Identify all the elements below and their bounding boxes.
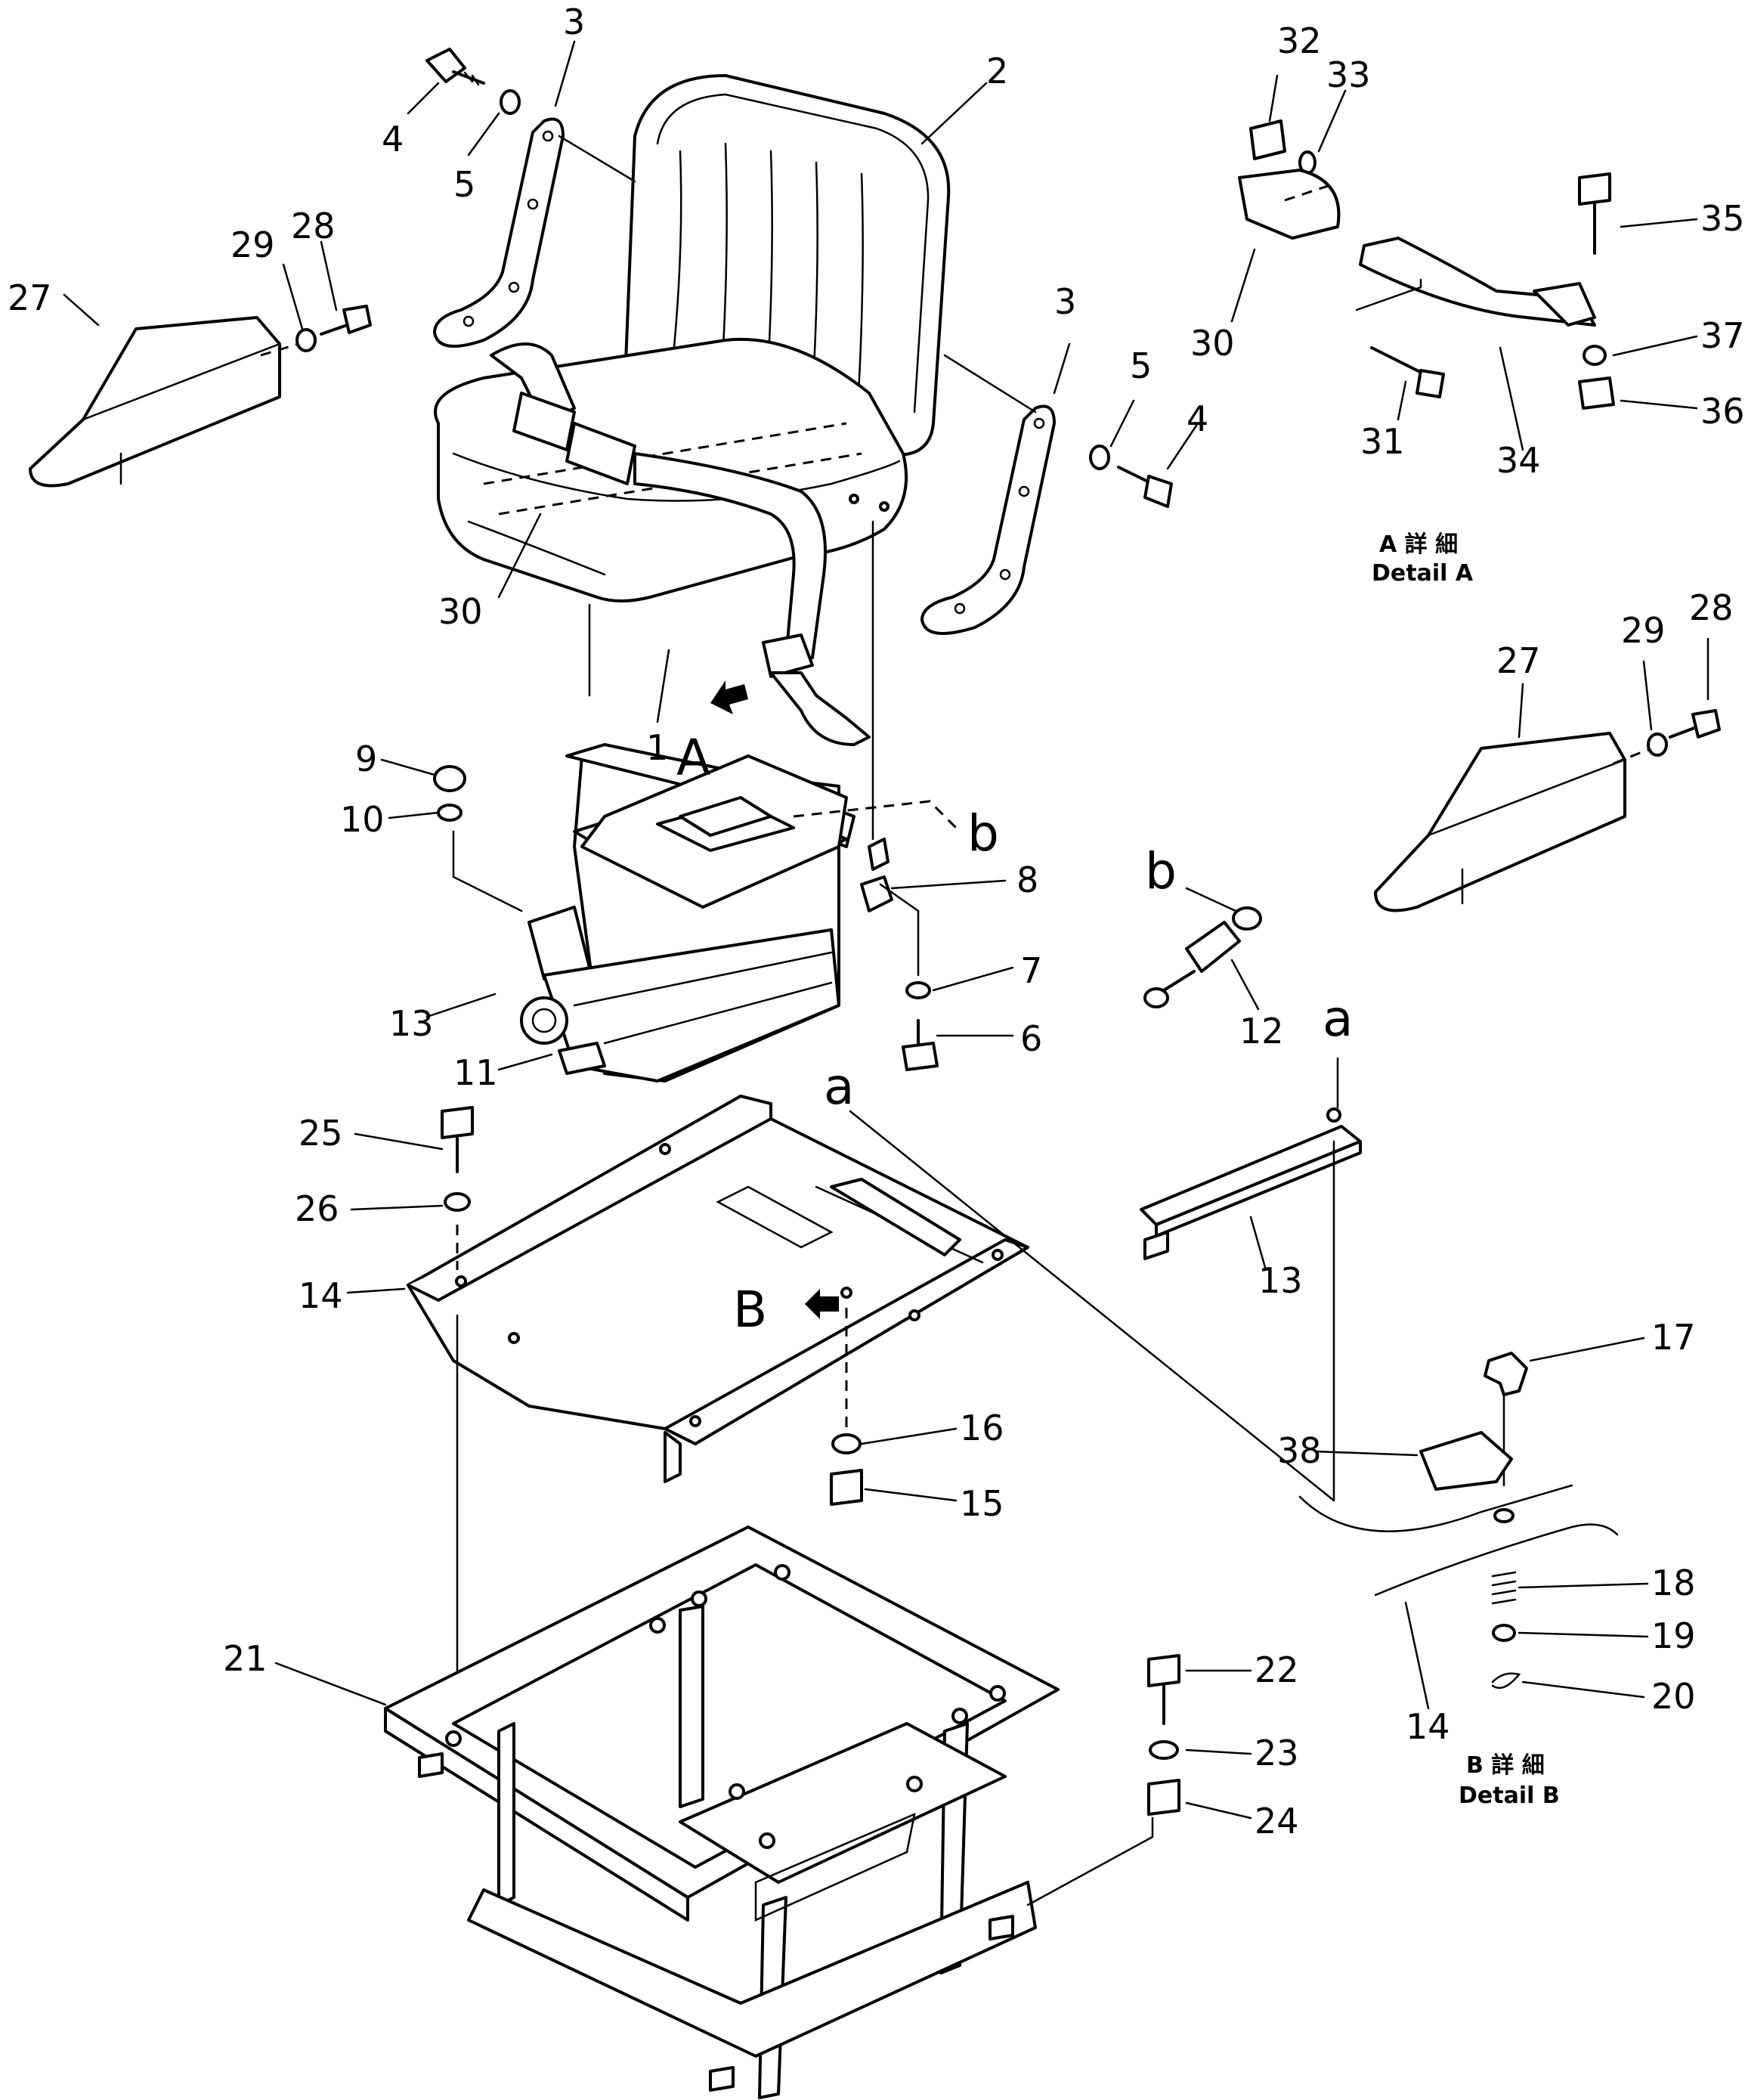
callout-27-left: 27 (8, 277, 52, 318)
callout-25: 25 (299, 1113, 343, 1154)
marker-a-top: a (1323, 990, 1353, 1048)
callout-29-left: 29 (231, 225, 275, 265)
detail-a-parts (1238, 119, 1615, 410)
washer-5-right (1089, 444, 1110, 470)
shock-absorber (1143, 887, 1262, 1011)
stand-hardware (1026, 1654, 1180, 1906)
callout-32: 32 (1277, 20, 1322, 61)
callout-23: 23 (1255, 1733, 1299, 1773)
marker-b-mid: b (1145, 842, 1177, 900)
detail-captions: A 詳 細 Detail A B 詳 細 Detail B (1372, 531, 1560, 1809)
callout-30-left: 30 (438, 591, 483, 632)
armrest-left (29, 316, 299, 488)
armrest-right (1374, 732, 1652, 912)
callout-18: 18 (1651, 1563, 1696, 1603)
callout-22: 22 (1255, 1649, 1299, 1690)
washer-29-right (1647, 733, 1668, 757)
callout-33: 33 (1326, 54, 1371, 95)
callout-24: 24 (1255, 1801, 1299, 1841)
detail-b-jp: B 詳 細 (1466, 1752, 1545, 1779)
callout-6: 6 (1020, 1018, 1042, 1059)
bolt-28-right (1669, 709, 1721, 739)
callout-3-left: 3 (563, 2, 585, 42)
detail-b-leaders (1313, 1337, 1649, 1710)
detail-b-parts (1298, 1352, 1619, 1690)
suspension-unit (520, 743, 893, 1083)
base-plate (407, 1095, 1029, 1483)
callout-29-right: 29 (1621, 610, 1666, 651)
callout-numbers: 1 2 3 3 4 4 5 5 6 7 8 9 10 11 12 13 13 1… (8, 2, 1745, 1841)
detail-b-en: Detail B (1459, 1783, 1560, 1809)
callout-2: 2 (986, 51, 1008, 91)
callout-31: 31 (1360, 421, 1405, 462)
marker-arrow-a: A (676, 729, 710, 787)
callout-21: 21 (223, 1638, 268, 1679)
bolt-4-right (1117, 466, 1173, 508)
view-markers: a a b b A B (676, 729, 1353, 1339)
callout-3-right: 3 (1054, 281, 1076, 322)
callout-35: 35 (1700, 198, 1745, 239)
bolt-28-left (320, 305, 372, 336)
callout-11: 11 (453, 1052, 498, 1093)
callout-9: 9 (355, 739, 377, 779)
suspension-leaders (380, 758, 1014, 1071)
callout-34: 34 (1496, 440, 1541, 481)
callout-36: 36 (1700, 391, 1745, 432)
callout-12: 12 (1239, 1011, 1284, 1052)
left-bracket (433, 117, 565, 348)
callout-19: 19 (1651, 1615, 1696, 1656)
callout-38: 38 (1277, 1430, 1322, 1471)
suspension-hardware (433, 765, 939, 1071)
callout-10: 10 (340, 799, 385, 840)
washer-29-left (295, 328, 317, 352)
callout-5-right: 5 (1130, 345, 1152, 386)
callout-17: 17 (1651, 1317, 1696, 1358)
callout-5-left: 5 (453, 164, 475, 205)
callout-37: 37 (1700, 315, 1745, 356)
marker-arrow-b: B (733, 1281, 767, 1339)
base-leaders (346, 680, 958, 1502)
leader-lines (407, 40, 1199, 841)
seat-stand (384, 1525, 1060, 2099)
callout-13-right: 13 (1258, 1260, 1303, 1301)
callout-13-left: 13 (389, 1003, 434, 1044)
base-plate-hardware (441, 1106, 1335, 1733)
detail-a-leaders (1230, 74, 1698, 451)
callout-27-right: 27 (1496, 640, 1541, 681)
callout-8: 8 (1016, 860, 1038, 900)
bolt-4-left (425, 48, 485, 86)
callout-16: 16 (960, 1408, 1004, 1448)
stand-leaders (274, 1662, 1252, 1820)
callout-7: 7 (1020, 950, 1042, 991)
marker-b-top: b (967, 804, 999, 863)
callout-4-left: 4 (382, 119, 404, 160)
slide-rail (1140, 1057, 1362, 1502)
callout-20: 20 (1651, 1676, 1696, 1717)
callout-28-right: 28 (1689, 587, 1734, 628)
callout-4-right: 4 (1187, 398, 1208, 439)
callout-26: 26 (295, 1188, 339, 1229)
callout-30-detail: 30 (1190, 323, 1235, 364)
right-bracket (920, 404, 1056, 635)
marker-a-mid: a (824, 1058, 854, 1116)
detail-a-jp: A 詳 細 (1379, 531, 1458, 558)
callout-14-left: 14 (299, 1275, 343, 1316)
callout-1: 1 (646, 727, 668, 768)
callout-14-right: 14 (1406, 1706, 1450, 1747)
washer-5-left (500, 89, 521, 115)
callout-15: 15 (960, 1483, 1004, 1524)
seat-belt (490, 342, 871, 746)
detail-a-en: Detail A (1372, 560, 1474, 587)
callout-28-left: 28 (291, 206, 336, 246)
